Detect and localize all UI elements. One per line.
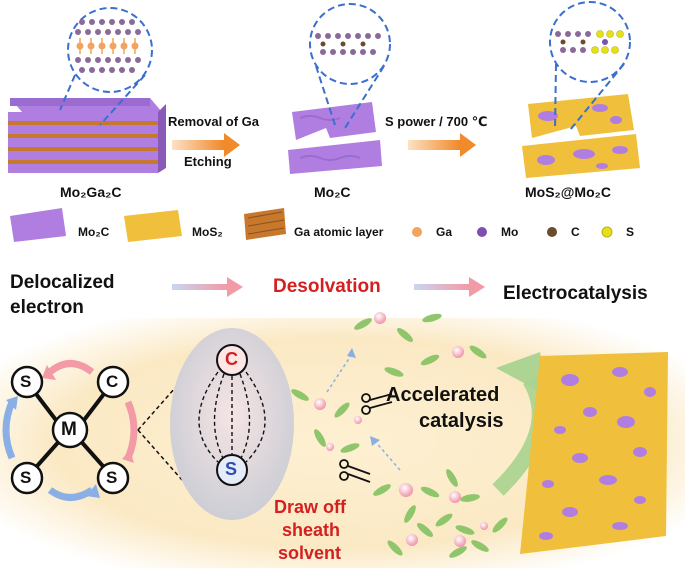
legend-mo-dot [477, 227, 487, 237]
zoom-circle-2 [309, 3, 391, 129]
ellipse-c-label: C [225, 349, 238, 369]
label-mo2c: Mo₂C [314, 184, 351, 200]
legend-c-label: C [571, 225, 580, 239]
mo2ga2c-stack [8, 98, 166, 173]
ellipse-s-label: S [225, 459, 238, 479]
zoom-circle-3 [549, 1, 631, 131]
node-top-left [10, 365, 44, 399]
legend-mos2-swatch [124, 210, 182, 242]
node-bottom-left [10, 461, 44, 495]
legend-c-dot [547, 227, 557, 237]
node-top-right [96, 365, 130, 399]
catalyst-sheet [520, 352, 668, 554]
label-accelerated: Accelerated [386, 384, 500, 406]
solvent-molecules [291, 312, 508, 558]
node-center-label: M [61, 419, 77, 440]
node-bottom-right [96, 461, 130, 495]
node-bottom-right-label: S [106, 468, 118, 487]
mo2c-sheets [288, 102, 382, 174]
flow-desolvation: Desolvation [273, 276, 381, 297]
label-catalysis: catalysis [419, 410, 504, 432]
scissors-icon-1 [361, 393, 393, 415]
arrow-sulfurization [408, 133, 476, 157]
legend-mo2c-swatch [10, 208, 66, 242]
legend-ga-layer-swatch [244, 208, 286, 240]
label-s-power: S power / 700 ℃ [385, 114, 488, 129]
label-solvent: solvent [278, 543, 342, 563]
label-removal-of-ga: Removal of Ga [168, 114, 260, 129]
mos2-mo2c-sheets [522, 94, 640, 178]
node-center [51, 411, 89, 449]
flow-electron: electron [10, 297, 84, 318]
node-top-right-label: C [106, 372, 119, 391]
legend-ga-dot [412, 227, 422, 237]
ellipse-node-s [216, 454, 248, 486]
legend-mos2-label: MoS₂ [192, 225, 223, 239]
legend-ga-layer-label: Ga atomic layer [294, 225, 384, 239]
legend-s-dot [601, 226, 613, 238]
flow-electrocatalysis: Electrocatalysis [503, 283, 648, 304]
legend-mo-label: Mo [501, 225, 519, 239]
scissors-icon-2 [339, 459, 371, 483]
node-bottom-left-label: S [20, 468, 32, 487]
label-sheath: sheath [282, 520, 341, 540]
flow-arrow-2 [414, 277, 485, 297]
label-mo2ga2c: Mo₂Ga₂C [60, 184, 122, 200]
cs-ellipse [170, 328, 294, 520]
legend-ga-label: Ga [436, 225, 453, 239]
label-draw-off: Draw off [274, 497, 346, 517]
node-top-left-label: S [20, 372, 32, 391]
legend-mo2c-label: Mo₂C [78, 225, 110, 239]
label-etching: Etching [184, 154, 232, 169]
zoom-circle-1 [59, 7, 153, 126]
legend-row [10, 208, 613, 242]
ellipse-node-c [216, 344, 248, 376]
label-mos2-mo2c: MoS₂@Mo₂C [525, 184, 611, 200]
flow-arrow-1 [172, 277, 243, 297]
legend-s-label: S [626, 225, 635, 239]
coordination-diagram [2, 360, 138, 501]
arrow-etching [172, 133, 240, 157]
flow-delocalized: Delocalized [10, 272, 115, 293]
